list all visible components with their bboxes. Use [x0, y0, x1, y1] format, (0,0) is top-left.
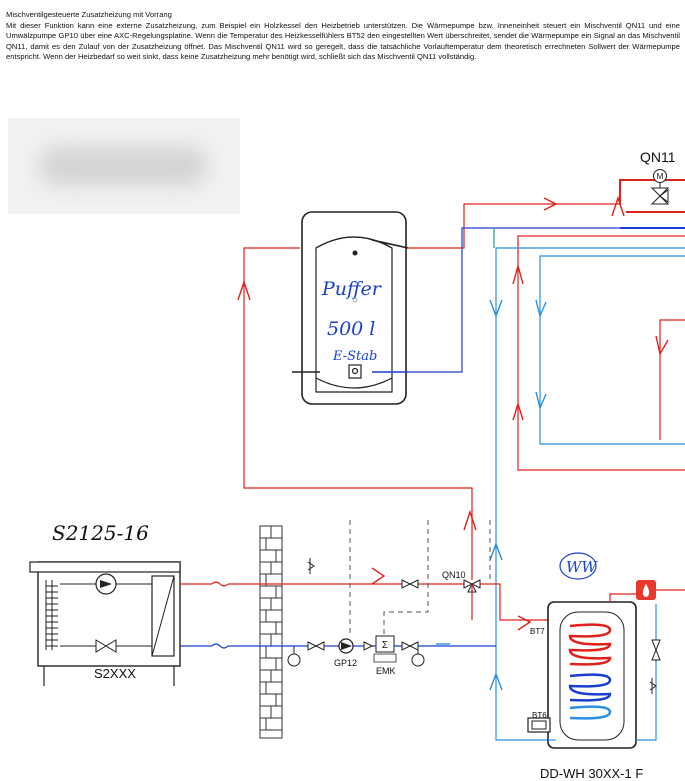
description-title: Mischventilgesteuerte Zusatzheizung mit … [6, 10, 172, 19]
heat-pump-label: S2XXX [94, 666, 136, 681]
heatpump-supply-line [180, 581, 556, 621]
supply-pipes [243, 179, 685, 580]
return-pipes-upper [408, 227, 685, 741]
ww-circle [559, 552, 597, 580]
supply-check-valve [401, 579, 419, 589]
qn10-label: QN10 [442, 570, 466, 580]
expansion-vessels [287, 558, 425, 667]
buffer-label-line1: Puffer [321, 278, 383, 300]
gp12-pump [338, 638, 354, 654]
heatpump-return-line [180, 643, 496, 649]
emk-sigma: Σ [382, 640, 388, 651]
gp12-label: GP12 [334, 658, 357, 668]
hot-water-tank-label: DD-WH 30XX-1 F [540, 766, 643, 781]
qn11-mixing-valve: M [650, 169, 670, 205]
ww-label: WW [566, 558, 598, 576]
emk-label: EMK [376, 666, 396, 676]
return-valve-left [307, 641, 325, 651]
description-text: Mischventilgesteuerte Zusatzheizung mit … [6, 10, 680, 62]
brick-wall [259, 525, 283, 739]
flow-arrows-red [237, 195, 669, 631]
return-check-valve [363, 641, 374, 651]
qn11-label: QN11 [640, 149, 676, 165]
heater-flame-icon [636, 580, 656, 600]
heat-pump-model-handwritten: S2125-16 [52, 521, 149, 545]
bt7-label: BT7 [530, 627, 545, 636]
buffer-tank [292, 211, 409, 405]
description-body: Mit dieser Funktion kann eine externe Zu… [6, 21, 680, 61]
bt6-label: BT6 [532, 711, 547, 720]
return-valve-right [401, 641, 419, 651]
emk-energy-meter: Σ [373, 635, 397, 663]
signal-lines [349, 520, 491, 636]
buffer-label-line2: 500 l [327, 318, 375, 340]
hot-water-tank [527, 601, 637, 749]
qn11-motor-letter: M [657, 172, 664, 181]
flow-arrows-blue [436, 299, 547, 691]
buffer-label-line3: E-Stab [332, 349, 377, 364]
dhw-valves [649, 639, 661, 694]
heat-pump-unit [29, 561, 181, 686]
blurred-image-placeholder [8, 118, 240, 214]
qn10-valve [463, 579, 481, 604]
